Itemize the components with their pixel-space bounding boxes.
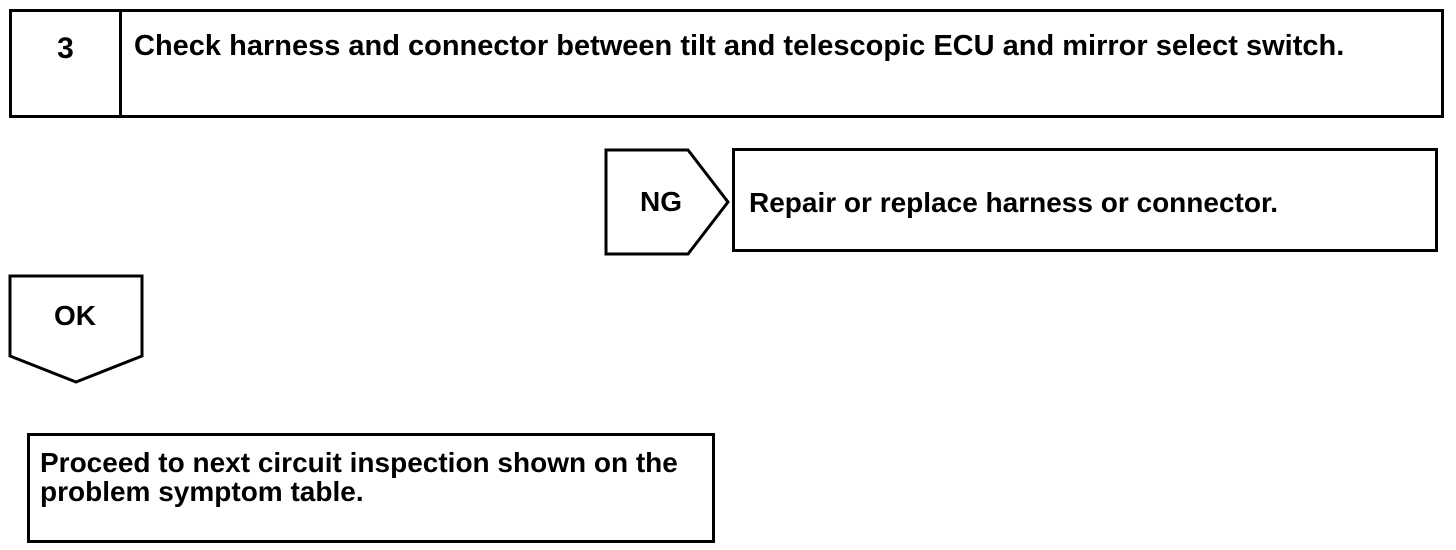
step-number: 3 bbox=[12, 12, 122, 115]
ok-arrow-shape bbox=[8, 274, 144, 384]
ok-label: OK bbox=[54, 300, 96, 331]
ng-arrow-shape bbox=[604, 148, 730, 256]
ok-action-text: Proceed to next circuit inspection shown… bbox=[40, 447, 678, 507]
ok-action-box: Proceed to next circuit inspection shown… bbox=[27, 433, 715, 543]
step-header-box: 3 Check harness and connector between ti… bbox=[9, 9, 1444, 118]
step-title: Check harness and connector between tilt… bbox=[134, 30, 1345, 62]
ng-action-box: Repair or replace harness or connector. bbox=[732, 148, 1438, 252]
ng-label: NG bbox=[640, 186, 682, 217]
ng-action-text: Repair or replace harness or connector. bbox=[749, 187, 1279, 218]
